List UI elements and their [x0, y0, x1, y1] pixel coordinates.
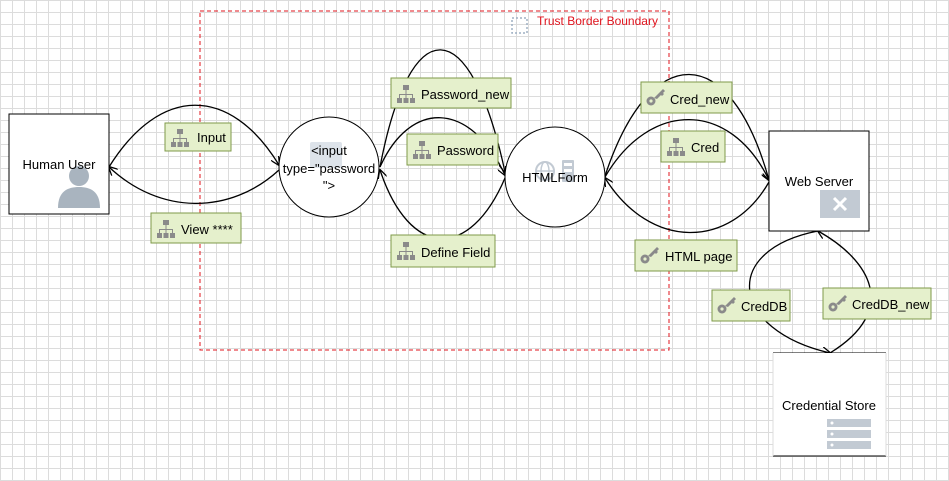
web-server-label: Web Server — [785, 174, 854, 189]
globe-icon — [535, 160, 574, 182]
flow-label-password-new-text: Password_new — [421, 87, 510, 102]
flow-password-new-arrow[interactable] — [379, 49, 505, 172]
flow-label-input[interactable]: Input — [164, 122, 232, 152]
flow-label-input-text: Input — [197, 130, 226, 145]
flow-label-cred-new-text: Cred_new — [670, 92, 730, 107]
flow-label-html-page-text: HTML page — [665, 249, 732, 264]
human-user-label: Human User — [23, 157, 97, 172]
input-field-label-line2: type="password — [283, 161, 375, 176]
input-field-label-line1: <input — [311, 143, 347, 158]
flow-label-cred-text: Cred — [691, 140, 719, 155]
flow-html-page-arrow[interactable] — [605, 178, 770, 234]
html-form-label: HTMLForm — [522, 170, 588, 185]
flow-label-html-page[interactable]: HTML page — [634, 239, 738, 272]
flow-label-cred[interactable]: Cred — [660, 130, 726, 163]
node-human-user[interactable]: Human User — [8, 113, 110, 215]
flow-label-view[interactable]: View **** — [150, 212, 242, 244]
flow-label-password[interactable]: Password — [406, 133, 499, 166]
trust-boundary-label: Trust Border Boundary — [537, 14, 658, 28]
process-icon — [310, 142, 342, 168]
node-credential-store[interactable]: Credential Store — [772, 352, 887, 457]
node-web-server[interactable]: Web Server — [768, 130, 870, 232]
flow-define-field-arrow[interactable] — [380, 170, 506, 240]
flow-input-arrow[interactable] — [108, 104, 279, 168]
input-field-label-line3: "> — [323, 178, 335, 193]
server-icon — [820, 190, 860, 218]
flow-label-password-text: Password — [437, 143, 494, 158]
flow-cred-new-arrow[interactable] — [604, 73, 769, 180]
flow-creddb-new-arrow[interactable] — [818, 231, 872, 354]
node-html-form[interactable]: HTMLForm — [504, 126, 606, 228]
flow-connectors — [108, 49, 872, 354]
flow-label-creddb[interactable]: CredDB — [711, 289, 791, 322]
flow-label-define-field-text: Define Field — [421, 245, 490, 260]
trust-boundary-rect[interactable] — [199, 10, 670, 351]
flow-label-define-field[interactable]: Define Field — [390, 234, 496, 268]
trust-boundary[interactable]: Trust Border Boundary — [199, 10, 670, 351]
boundary-icon — [511, 17, 528, 34]
flow-label-cred-new[interactable]: Cred_new — [640, 81, 733, 114]
credential-store-label: Credential Store — [782, 398, 876, 413]
flow-label-creddb-new[interactable]: CredDB_new — [822, 287, 932, 320]
flow-view-arrow[interactable] — [109, 167, 280, 204]
flow-label-password-new[interactable]: Password_new — [390, 77, 512, 109]
flow-label-creddb-new-text: CredDB_new — [852, 297, 930, 312]
flow-cred-arrow[interactable] — [604, 119, 769, 180]
database-icon — [827, 419, 871, 449]
node-input-field[interactable]: <input type="password "> — [278, 116, 380, 218]
flow-label-creddb-text: CredDB — [741, 299, 787, 314]
flow-label-view-text: View **** — [181, 222, 233, 237]
user-icon — [58, 166, 100, 208]
